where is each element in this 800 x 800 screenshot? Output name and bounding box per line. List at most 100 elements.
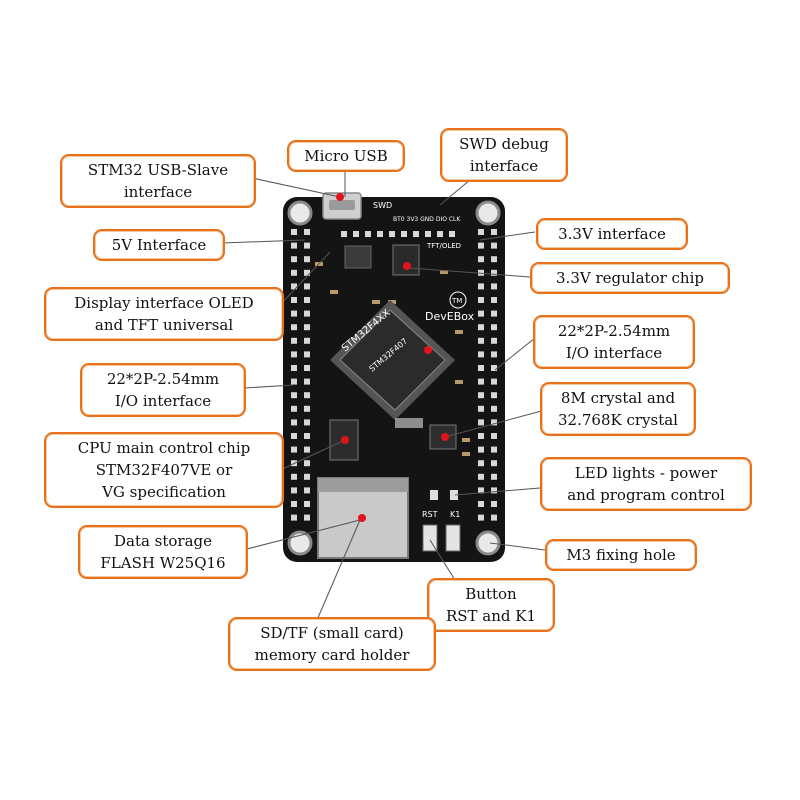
pin <box>341 231 347 237</box>
rst-button <box>422 524 438 552</box>
rst-silk-label: RST <box>422 510 438 519</box>
pin <box>478 514 484 521</box>
pin <box>491 256 497 263</box>
pin <box>291 242 297 249</box>
pin <box>291 446 297 453</box>
tft-silk-label: TFT/OLED <box>426 242 461 250</box>
pin <box>478 283 484 290</box>
k1-silk-label: K1 <box>450 510 460 519</box>
pin <box>478 269 484 276</box>
pin <box>478 378 484 385</box>
pin <box>491 310 497 317</box>
brand-silk-label: DevEBox <box>425 310 475 323</box>
leader-lines <box>221 166 546 621</box>
pin <box>491 501 497 507</box>
pin <box>304 256 310 263</box>
pin <box>291 501 297 507</box>
pin <box>478 324 484 331</box>
pin <box>304 446 310 453</box>
callout-display-interface: Display interface OLED and TFT universal <box>44 287 284 341</box>
pin <box>304 487 310 494</box>
pin <box>304 269 310 276</box>
swd-silk-label: SWD <box>373 201 392 210</box>
pin <box>478 337 484 344</box>
pin <box>377 231 383 237</box>
pin <box>304 242 310 249</box>
pin <box>478 473 484 480</box>
pin <box>491 378 497 385</box>
pin <box>491 351 497 358</box>
pin <box>478 351 484 358</box>
pin <box>491 405 497 412</box>
pin <box>478 365 484 371</box>
pin <box>478 419 484 426</box>
pin <box>304 405 310 412</box>
callout-sd-card: SD/TF (small card) memory card holder <box>228 617 436 671</box>
pin <box>304 297 310 303</box>
pin <box>291 487 297 494</box>
led-d2 <box>450 490 458 500</box>
pin <box>491 419 497 426</box>
pin <box>491 269 497 276</box>
callout-flash: Data storage FLASH W25Q16 <box>78 525 248 579</box>
pin <box>291 378 297 385</box>
pin <box>291 365 297 371</box>
callout-io-left: 22*2P-2.54mm I/O interface <box>80 363 246 417</box>
callout-usb-slave: STM32 USB-Slave interface <box>60 154 256 208</box>
pin <box>291 297 297 303</box>
pin <box>478 487 484 494</box>
pin <box>291 256 297 263</box>
pin <box>304 501 310 507</box>
pin <box>478 242 484 249</box>
pin <box>478 433 484 439</box>
pin <box>478 297 484 303</box>
pin <box>304 310 310 317</box>
pin <box>304 419 310 426</box>
pin <box>304 365 310 371</box>
callout-micro-usb: Micro USB <box>287 140 405 172</box>
pin <box>491 460 497 467</box>
pin <box>353 231 359 237</box>
pin <box>291 473 297 480</box>
pin <box>291 351 297 358</box>
pin <box>491 514 497 521</box>
tm-silk-label: TM <box>451 297 462 305</box>
callout-button: Button RST and K1 <box>427 578 555 632</box>
pin <box>304 229 310 235</box>
pin <box>491 487 497 494</box>
pin <box>478 229 484 235</box>
pin <box>291 229 297 235</box>
pin <box>365 231 371 237</box>
pin <box>491 433 497 439</box>
pin <box>491 337 497 344</box>
pin <box>491 297 497 303</box>
pin <box>304 473 310 480</box>
pin <box>478 392 484 399</box>
pin <box>291 337 297 344</box>
pin <box>413 231 419 237</box>
top-pin-header <box>341 231 455 237</box>
pin <box>291 419 297 426</box>
pin <box>304 283 310 290</box>
pin <box>291 392 297 399</box>
pin <box>304 324 310 331</box>
pin <box>478 256 484 263</box>
pin <box>478 501 484 507</box>
pin <box>291 324 297 331</box>
crystal-8m <box>429 424 457 450</box>
k1-button <box>445 524 461 552</box>
pin <box>304 378 310 385</box>
marker-points <box>336 193 449 522</box>
callout-fixing-hole: M3 fixing hole <box>545 539 697 571</box>
pin <box>491 446 497 453</box>
mounting-holes <box>287 200 501 556</box>
pin <box>478 446 484 453</box>
callout-3v3-regulator: 3.3V regulator chip <box>530 262 730 294</box>
pin <box>304 337 310 344</box>
pin <box>491 242 497 249</box>
regulator-chip <box>392 244 420 276</box>
pin <box>491 324 497 331</box>
callout-io-right: 22*2P-2.54mm I/O interface <box>533 315 695 369</box>
pin <box>491 365 497 371</box>
